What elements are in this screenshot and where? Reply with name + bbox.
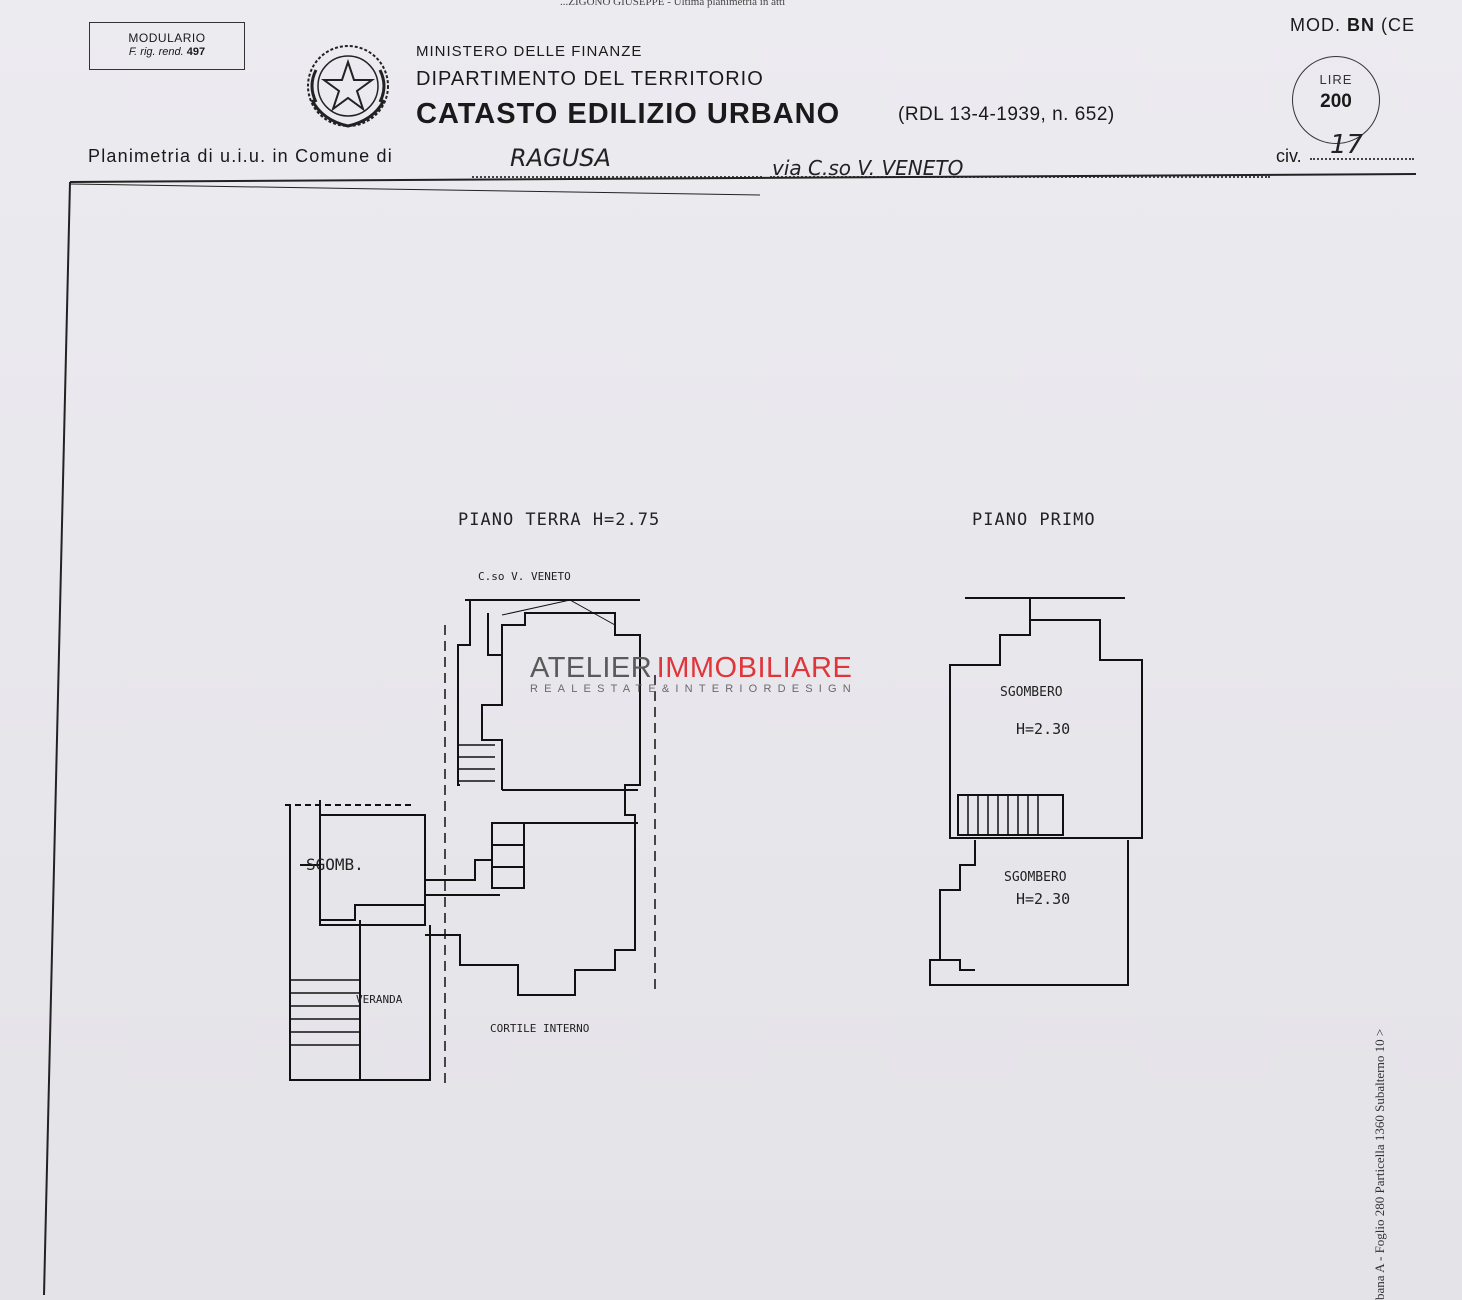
fee-value: 200 [1320, 91, 1352, 112]
civ-label: civ. [1276, 146, 1302, 166]
civ-dotted-line [1310, 158, 1414, 160]
department-heading: DIPARTIMENTO DEL TERRITORIO [416, 68, 764, 90]
modulario-title: MODULARIO [128, 31, 206, 45]
agency-watermark: ATELIER IMMOBILIARE REALESTATE&INTERIORD… [530, 652, 857, 695]
ministry-heading: MINISTERO DELLE FINANZE [416, 43, 643, 60]
model-code: MOD. BN (CE [1290, 15, 1415, 36]
comune-dotted-line [472, 176, 762, 178]
model-suffix: (CE [1381, 15, 1416, 35]
model-prefix: MOD. [1290, 15, 1341, 35]
first-floor-room2-label: SGOMBERO [1004, 870, 1067, 885]
model-code-value: BN [1347, 15, 1376, 35]
italian-republic-emblem-icon [307, 45, 389, 128]
document-title: CATASTO EDILIZIO URBANO [416, 98, 841, 130]
first-floor-title: PIANO PRIMO [972, 510, 1096, 530]
ground-floor-plan [285, 599, 656, 1085]
first-floor-room1-label: SGOMBERO [1000, 685, 1063, 700]
comune-value: RAGUSA [510, 144, 611, 172]
legal-reference: (RDL 13-4-1939, n. 652) [898, 104, 1115, 125]
ground-room-storage-label: SGOMB. [306, 855, 364, 874]
ground-floor-street-label: C.so V. VENETO [478, 570, 571, 583]
top-note: ...ZIGONO GIUSEPPE - Ultima planimetria … [560, 0, 786, 8]
watermark-word2: IMMOBILIARE [656, 652, 853, 684]
side-cadastral-reference: bana A - Foglio 280 Particella 1360 Suba… [1372, 1028, 1387, 1300]
modulario-form-ref: F. rig. rend. 497 [90, 45, 244, 59]
modulario-form-label: F. rig. rend. [128, 46, 184, 58]
plan-line-label: Planimetria di u.i.u. in Comune di [88, 146, 393, 166]
first-floor-room1-height: H=2.30 [1016, 720, 1071, 738]
courtyard-label: CORTILE INTERNO [490, 1022, 590, 1035]
modulario-number: 497 [186, 46, 206, 58]
modulario-box: MODULARIO F. rig. rend. 497 [89, 22, 245, 70]
first-floor-room2-height: H=2.30 [1016, 890, 1071, 908]
watermark-word1: ATELIER [530, 652, 653, 684]
fee-stamp: LIRE 200 [1292, 56, 1380, 144]
veranda-label: VERANDA [356, 993, 403, 1006]
watermark-tagline: REALESTATE&INTERIORDESIGN [530, 683, 857, 695]
first-floor-plan [929, 597, 1143, 986]
fee-currency: LIRE [1319, 72, 1353, 87]
civ-value: 17 [1330, 130, 1364, 160]
ground-floor-title: PIANO TERRA H=2.75 [458, 510, 661, 530]
